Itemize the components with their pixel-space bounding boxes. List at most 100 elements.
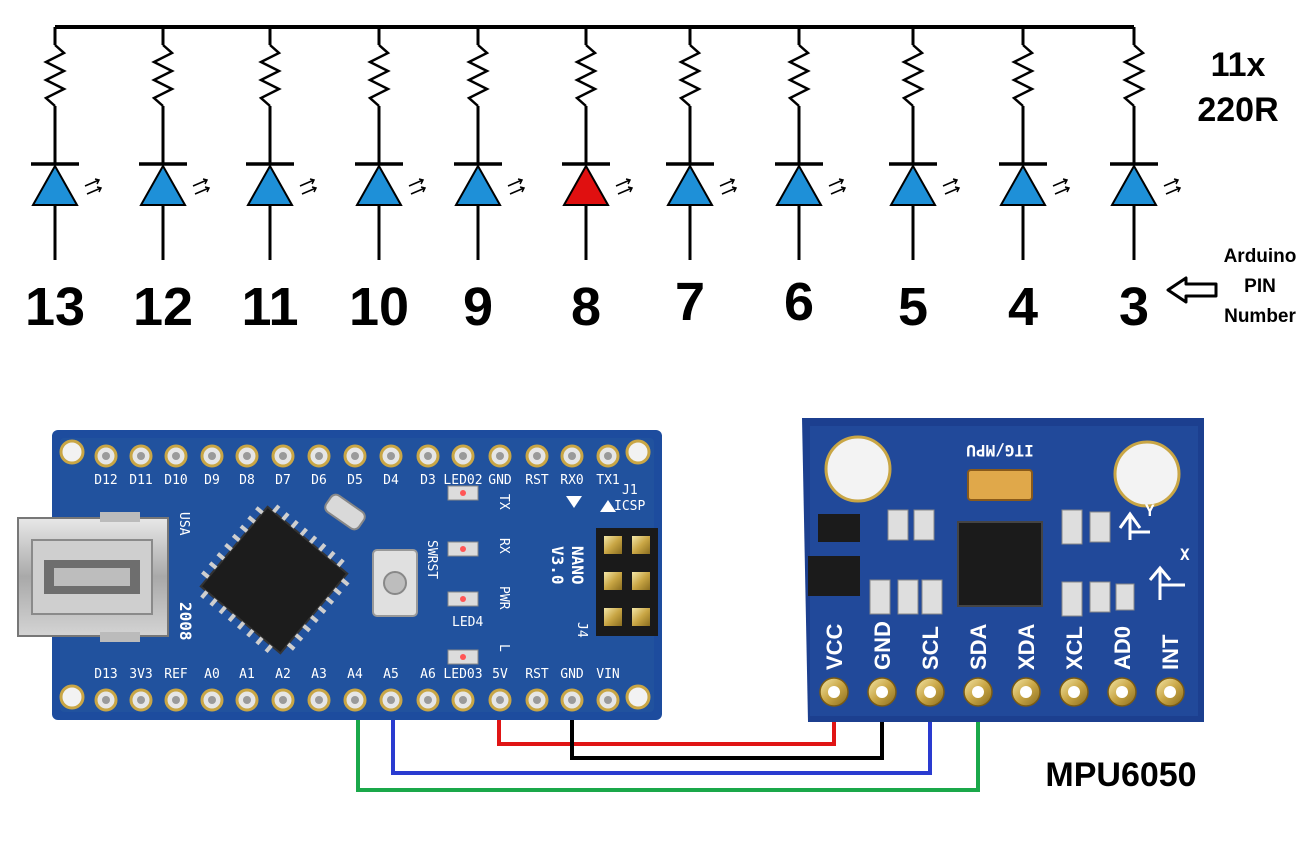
mpu-pin-label: SDA	[966, 623, 991, 670]
nano-bottom-pin-label: D13	[94, 667, 117, 682]
tx-arrow-icon	[600, 500, 616, 512]
side-label-pwr: PWR	[496, 586, 511, 610]
nano-top-pin: GND	[488, 444, 512, 488]
resistor-icon	[574, 44, 598, 107]
nano-bottom-pin-label: VIN	[596, 667, 619, 682]
mpu-pin: AD0	[1107, 626, 1137, 707]
j1-label: J1	[622, 483, 638, 498]
model-line1: NANO	[568, 546, 587, 585]
nano-bottom-pin-label: A3	[311, 667, 327, 682]
light-emission-icon	[942, 178, 961, 195]
light-emission-icon	[192, 178, 211, 195]
nano-bottom-pin: A4	[343, 667, 367, 712]
resistor-icon	[367, 44, 391, 107]
resistor-icon	[43, 44, 67, 107]
nano-bottom-pin: REF	[164, 667, 188, 712]
nano-bottom-pin-label: LED03	[443, 667, 482, 682]
nano-bottom-pin-label: A1	[239, 667, 255, 682]
led-icon	[31, 163, 79, 206]
usa-label: USA	[176, 512, 191, 536]
led-channel: 3	[1110, 27, 1182, 337]
nano-top-pin: D5	[343, 444, 367, 488]
nano-top-pin-label: D10	[164, 473, 187, 488]
led-channel: 7	[666, 27, 738, 332]
led-icon	[139, 163, 187, 206]
led-channel: 9	[454, 27, 526, 337]
year-label: 2008	[176, 602, 195, 641]
resistor-count-label: 11x	[1211, 46, 1266, 84]
nano-top-pin: D10	[164, 444, 188, 488]
nano-top-pin-label: D9	[204, 473, 220, 488]
usb-connector-icon	[17, 512, 169, 642]
nano-bottom-pin: 5V	[488, 667, 512, 712]
led-icon	[454, 163, 502, 206]
icsp-label: ICSP	[614, 499, 645, 514]
light-emission-icon	[299, 178, 318, 195]
led-channel: 4	[999, 27, 1071, 337]
pin-number-label: 6	[784, 272, 814, 332]
resistor-icon	[678, 44, 702, 107]
led-channel: 13	[25, 27, 103, 337]
nano-bottom-pin: A1	[235, 667, 259, 712]
nano-top-pin-label: D3	[420, 473, 436, 488]
nano-bottom-pin-label: A2	[275, 667, 291, 682]
led-icon	[999, 163, 1047, 206]
nano-top-pin: D3	[416, 444, 440, 488]
rx-arrow-icon	[566, 496, 582, 508]
nano-bottom-pin-label: 5V	[492, 667, 508, 682]
mpu-pin-label: INT	[1158, 634, 1183, 670]
mounting-hole-left	[824, 435, 892, 503]
pin-number-label: 8	[571, 277, 601, 337]
nano-bottom-pin-label: GND	[560, 667, 584, 682]
mpu-pin: XDA	[1011, 623, 1041, 707]
mpu-pin: XCL	[1059, 626, 1089, 707]
mpu-pin-label: XDA	[1014, 623, 1039, 670]
crystal-icon	[324, 493, 366, 531]
nano-top-pin-label: GND	[488, 473, 512, 488]
wire-a5-scl	[391, 696, 932, 775]
resistor-icon	[1011, 44, 1035, 107]
pin-note-line3: Number	[1224, 306, 1296, 327]
mpu-pin-label: XCL	[1062, 626, 1087, 670]
nano-bottom-pin: 3V3	[129, 667, 153, 712]
nano-top-pin: D8	[235, 444, 259, 488]
nano-top-pin: D6	[307, 444, 331, 488]
nano-top-pin-label: D6	[311, 473, 327, 488]
led-icon	[889, 163, 937, 206]
mounting-holes	[59, 439, 651, 710]
axis-icon	[1118, 511, 1185, 600]
nano-top-pin: D12	[94, 444, 118, 488]
mpu-pin-label: AD0	[1110, 626, 1135, 670]
mpu-pin-label: VCC	[822, 623, 847, 670]
mpu-pin: GND	[867, 621, 897, 707]
resistor-icon	[787, 44, 811, 107]
nano-bottom-pin: A2	[271, 667, 295, 712]
nano-bottom-pin-label: 3V3	[129, 667, 152, 682]
icsp-header-icon	[596, 528, 658, 636]
mcu-chip-icon	[199, 504, 350, 655]
pin-number-label: 5	[898, 277, 928, 337]
pin-note-line2: PIN	[1244, 276, 1276, 297]
pin-number-label: 13	[25, 277, 85, 337]
led-icon	[246, 163, 294, 206]
nano-top-pin-label: D7	[275, 473, 291, 488]
led-channel: 11	[241, 27, 318, 337]
wire-a4-sda	[356, 696, 980, 792]
nano-top-pin-label: D12	[94, 473, 117, 488]
reset-button-icon	[372, 549, 418, 617]
light-emission-icon	[615, 178, 634, 195]
nano-bottom-pin: RST	[525, 667, 549, 712]
nano-bottom-pin-label: A4	[347, 667, 363, 682]
nano-bottom-pin: A6	[416, 667, 440, 712]
led-channel: 5	[889, 27, 961, 337]
nano-top-pin: D4	[379, 444, 403, 488]
side-label-rx: RX	[496, 538, 511, 554]
resistor-icon	[1122, 44, 1146, 107]
nano-top-pin: D7	[271, 444, 295, 488]
led-channel: 6	[775, 27, 847, 332]
light-emission-icon	[828, 178, 847, 195]
